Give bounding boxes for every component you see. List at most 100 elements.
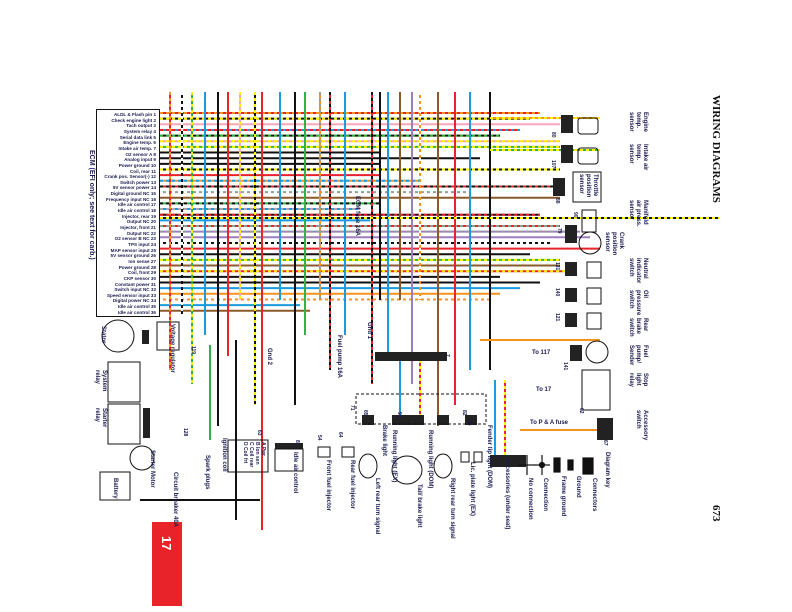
ecm-pin: MAP sensor input 25 [110, 247, 156, 253]
starter-relay-label: Starter relay [94, 408, 107, 428]
tail-brake-label: Tail/ brake light [416, 484, 422, 528]
ecm-pin: Injector, rear 19 [122, 213, 156, 219]
connector-number: 90 [572, 212, 578, 218]
ecm-pin: Output NC 22 [126, 230, 156, 236]
connector-number: 107 [550, 160, 556, 169]
regulator-label: Voltage regulator [169, 324, 175, 373]
ecm-title: ECM (EFI only; see text for carb.) [88, 150, 95, 260]
left-turn-label: Left rear turn signal [374, 478, 380, 535]
ecm-pin: Idle air control 17 [117, 202, 156, 208]
page-number: 673 [710, 505, 722, 522]
ecm-fuse-label: ECM fuse 16A [354, 196, 360, 237]
neutral-switch-label: Neutral indicator switch [628, 258, 648, 284]
ecm-pin: Check engine light 2 [111, 117, 156, 123]
key-no-connection: No connection [527, 478, 533, 520]
connector-number: 85 [362, 410, 368, 416]
ecm-pin: Digital power NC 34 [112, 298, 156, 304]
coil-pin-c: C Coil rear [248, 442, 254, 468]
spark-plugs-label: Spark plugs [204, 455, 210, 490]
diagram-key-symbols [519, 455, 594, 475]
connector-number: 88 [554, 198, 560, 204]
connector-number: 141 [562, 362, 568, 371]
accessories-label: Accessories (under seat) [504, 458, 510, 530]
right-turn-label: Right rear turn signal [449, 478, 455, 539]
connector-number: 119 [190, 346, 196, 355]
key-connectors: Connectors [591, 478, 597, 512]
connector-number: 67 [602, 440, 608, 446]
running-dom-label: Running light (DOM) [427, 430, 433, 489]
ecm-pin: Power ground 28 [118, 264, 156, 270]
connector-number: 71 [349, 405, 355, 411]
connector-number: 4 [494, 455, 500, 458]
ecm-pin: Switch input NC 32 [114, 287, 156, 293]
ref-to-pa-fuse: To P & A fuse [530, 420, 569, 426]
crank-sensor-label: Crank position sensor [604, 232, 624, 256]
map-sensor-label: Manifold air press. sensor [628, 200, 648, 227]
ecm-pin: Frequency input NC 16 [105, 196, 156, 202]
ref-to-117: To 117 [532, 350, 551, 356]
ecm-pin: Engine temp. 6 [123, 140, 156, 146]
ecm-pin: Crank pos. Sensor(-) 12 [104, 174, 156, 180]
ecm-pin: TPS input 24 [128, 241, 156, 247]
ref-to-17: To 17 [536, 387, 552, 393]
ecm-pin: Speed sensor input 33 [106, 292, 156, 298]
key-frame-ground: Frame ground [560, 476, 566, 517]
component-outlines [99, 117, 611, 501]
idle-air-label: Idle air control [292, 452, 298, 494]
ecm-pin: CKP sensor 30 [123, 275, 156, 281]
oil-switch-label: Oil pressure switch [628, 290, 648, 316]
ecm-pin: Serial data link 5 [119, 134, 156, 140]
connector-number: 45 [466, 420, 472, 426]
connector-number: 87 [294, 440, 300, 446]
engine-temp-label: Engine temp. sensor [628, 112, 648, 133]
fuel-fuse-label: Fuel pump 16A [336, 335, 342, 379]
ecm-pin: Analog input 9 [124, 157, 156, 163]
battery-label: Battery [112, 478, 118, 499]
coil-pins: A Pwr B Ion sen C Coil rear D Coil frt [242, 442, 266, 467]
ecm-pin: 5V sensor ground 26 [110, 253, 156, 259]
ecm-pin: Idle air control 18 [117, 208, 156, 214]
ecm-pin: Idle air control 36 [117, 309, 156, 315]
section-title: WIRING DIAGRAMS [710, 95, 722, 203]
connector-number: 80 [550, 132, 556, 138]
ecm-pin: Output NC 20 [126, 219, 156, 225]
chapter-tab[interactable]: 17 [152, 522, 182, 606]
stop-relay-label: Stop light relay [628, 373, 648, 388]
connector-number: 64 [337, 432, 343, 438]
connector-number: 63 [256, 430, 262, 436]
intake-temp-label: Intake air temp. sensor [628, 144, 648, 171]
circuit-breaker-label: Circuit breaker 40A [172, 472, 178, 528]
system-relay-label: System relay [94, 370, 107, 392]
throttle-label: Throttle position sensor [578, 174, 598, 198]
ecm-pin: ALDL & Flash pin 1 [113, 112, 156, 117]
ignition-coil-label: Ignition coil [221, 438, 227, 472]
ecm-pin: Constant power 31 [114, 281, 156, 287]
ecm-pin: Power ground 10 [118, 162, 156, 168]
accessory-switch-label: Accessory switch [635, 410, 648, 441]
connector-number: 54 [316, 435, 322, 441]
connector-number: 121 [554, 313, 560, 322]
gnd2-label: Gnd 2 [266, 348, 272, 366]
running-ex-label: Running light (EX) [391, 430, 397, 483]
coil-pin-a: A Pwr [260, 442, 266, 456]
fender-tip-label: Fender tip light (DOM) [486, 425, 492, 488]
ecm-pin: Digital ground NC 15 [110, 191, 156, 197]
connector-number: 93 [396, 412, 402, 418]
ecm-pin: Injector, front 21 [120, 225, 156, 230]
key-title: Diagram key [604, 452, 610, 488]
ecm-pin: Coil, front 29 [127, 270, 156, 276]
connector-number: 62 [578, 408, 584, 414]
front-injector-label: Front fuel injector [325, 460, 331, 511]
ecm-pin: O2 sensor A 8 [125, 151, 156, 157]
connector-number: 131 [554, 262, 560, 271]
ecm-pin: Idle air control 35 [117, 304, 156, 310]
connectors [142, 115, 613, 467]
connector-number: 140 [554, 288, 560, 297]
connector-number: 82 [461, 410, 467, 416]
rear-injector-label: Rear fuel injector [349, 460, 355, 510]
connector-number: 128 [182, 428, 188, 437]
ecm-pin: O2 sensor B NC 23 [114, 236, 156, 242]
chapter-number: 17 [159, 536, 174, 551]
